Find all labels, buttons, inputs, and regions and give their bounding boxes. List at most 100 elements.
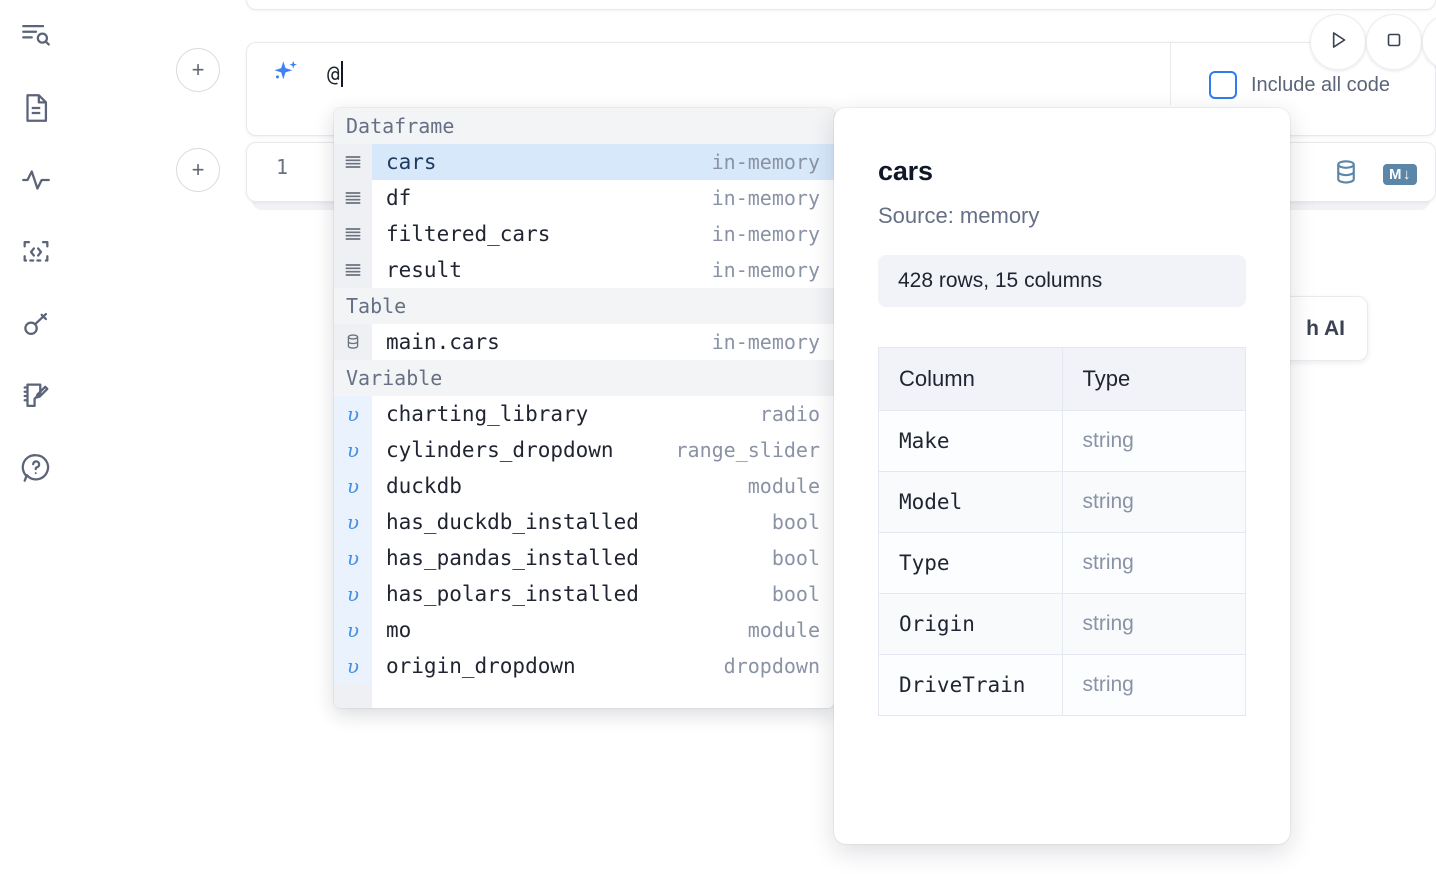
variable-icon: υ [334,576,372,612]
text-caret [340,61,343,87]
type-header: Type [1061,347,1246,411]
info-shape-badge: 428 rows, 15 columns [878,255,1246,307]
sparkle-icon [269,57,303,91]
line-number: 1 [276,155,289,179]
dataframe-info-panel: cars Source: memory 428 rows, 15 columns… [834,108,1290,844]
ai-prompt-input[interactable]: @ [247,43,1171,105]
autocomplete-item[interactable]: υ has_pandas_installed bool [334,540,834,576]
column-name-cell: Type [878,532,1063,594]
autocomplete-item-name: duckdb [386,474,462,498]
add-cell-button-top[interactable]: + [176,48,220,92]
column-name-cell: Model [878,471,1063,533]
autocomplete-item-type: bool [771,546,820,570]
run-button[interactable] [1310,14,1366,70]
autocomplete-group-header: Dataframe [334,108,834,144]
autocomplete-item-type: in-memory [711,330,820,354]
autocomplete-item[interactable]: υ origin_dropdown dropdown [334,648,834,684]
variable-icon: υ [334,612,372,648]
previous-cell-card [246,0,1436,10]
info-title: cars [878,156,933,186]
autocomplete-item-type: bool [771,510,820,534]
autocomplete-item-type: module [747,618,820,642]
autocomplete-item-name: main.cars [386,330,500,354]
database-icon[interactable] [1331,157,1361,192]
autocomplete-item[interactable]: result in-memory [334,252,834,288]
ai-prompt-options: Include all code [1172,43,1436,137]
autocomplete-item-name: has_pandas_installed [386,546,639,570]
autocomplete-item-type: dropdown [723,654,820,678]
sidebar-item-secrets[interactable] [14,302,58,346]
variable-icon: υ [334,504,372,540]
autocomplete-item[interactable]: main.cars in-memory [334,324,834,360]
markdown-letter: M [1389,166,1402,183]
stop-button[interactable] [1366,14,1422,70]
autocomplete-item-name: has_polars_installed [386,582,639,606]
autocomplete-item-type: in-memory [711,150,820,174]
autocomplete-item-name: origin_dropdown [386,654,576,678]
variable-icon: υ [334,540,372,576]
dataframe-icon [334,144,372,180]
help-bubble-icon [19,451,53,485]
autocomplete-item[interactable]: df in-memory [334,180,834,216]
autocomplete-item[interactable]: υ has_polars_installed bool [334,576,834,612]
dataframe-icon [334,216,372,252]
autocomplete-item-type: in-memory [711,258,820,282]
play-icon [1325,27,1351,58]
include-all-code-row[interactable]: Include all code [1209,71,1390,99]
variable-icon: υ [334,648,372,684]
column-type-cell: string [1061,654,1246,716]
autocomplete-item-type: in-memory [711,186,820,210]
sidebar-item-snippets[interactable] [14,230,58,274]
explorer-icon [19,19,53,53]
include-all-code-label: Include all code [1251,73,1390,96]
sidebar-item-scratchpad[interactable] [14,374,58,418]
sidebar-item-explorer[interactable] [14,14,58,58]
autocomplete-item-name: cylinders_dropdown [386,438,614,462]
sidebar-item-help[interactable] [14,446,58,490]
column-type-cell: string [1061,593,1246,655]
sidebar-item-activity[interactable] [14,158,58,202]
ai-prompt-value: @ [327,62,340,86]
markdown-arrow: ↓ [1403,166,1411,183]
column-name-cell: DriveTrain [878,654,1063,716]
key-icon [19,307,53,341]
dataframe-icon [334,252,372,288]
document-icon [19,91,53,125]
autocomplete-item-type: bool [771,582,820,606]
sidebar-rail [0,0,72,874]
square-icon [1382,28,1406,57]
column-type-cell: string [1061,471,1246,533]
sidebar-item-document[interactable] [14,86,58,130]
info-source: Source: memory [878,203,1040,228]
autocomplete-group-header: Table [334,288,834,324]
autocomplete-item-name: filtered_cars [386,222,551,246]
autocomplete-group-header: Variable [334,360,834,396]
markdown-icon[interactable]: M↓ [1383,164,1417,185]
activity-icon [19,163,53,197]
include-all-code-checkbox[interactable] [1209,71,1237,99]
column-name-cell: Origin [878,593,1063,655]
dataframe-icon [334,180,372,216]
add-cell-button-bottom[interactable]: + [176,148,220,192]
autocomplete-item-name: mo [386,618,412,642]
notebook-pencil-icon [19,379,53,413]
autocomplete-item-name: result [386,258,462,282]
code-brackets-icon [19,235,53,269]
table-icon [334,324,372,360]
autocomplete-item-name: df [386,186,412,210]
column-header: Column [878,347,1063,411]
table-header-row: Column Type [878,347,1246,411]
